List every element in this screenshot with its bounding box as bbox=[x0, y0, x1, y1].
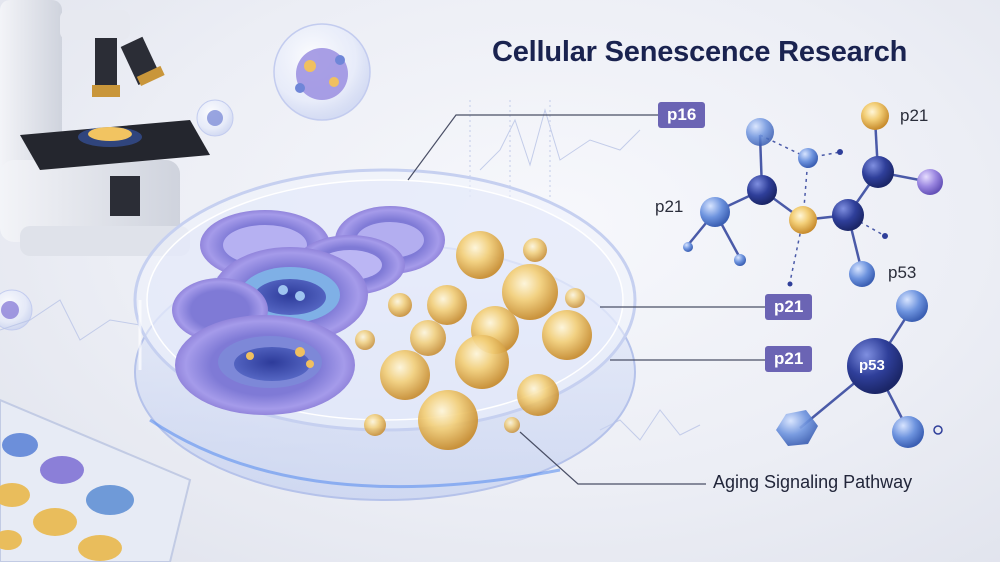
well-plate-icon bbox=[0, 398, 192, 562]
tag-p16: p16 bbox=[658, 102, 706, 128]
cell-bubble-icon bbox=[0, 23, 371, 331]
tag-p21-lower: p21 bbox=[765, 346, 813, 372]
gold-vesicles bbox=[355, 231, 592, 450]
senescent-cell-cluster bbox=[172, 206, 445, 415]
page-title: Cellular Senescence Research bbox=[492, 36, 908, 68]
molecule-label-p53: p53 bbox=[888, 263, 917, 282]
callout-lines bbox=[407, 114, 765, 485]
molecule-icon bbox=[683, 102, 943, 448]
tag-p21-middle: p21 bbox=[765, 294, 813, 320]
microscope-icon bbox=[0, 0, 210, 256]
molecule-label-p21-top: p21 bbox=[900, 106, 929, 125]
pathway-caption: Aging Signaling Pathway bbox=[713, 472, 913, 492]
molecule-label-p21-left: p21 bbox=[655, 197, 684, 216]
central-node-label: p53 bbox=[859, 357, 885, 374]
